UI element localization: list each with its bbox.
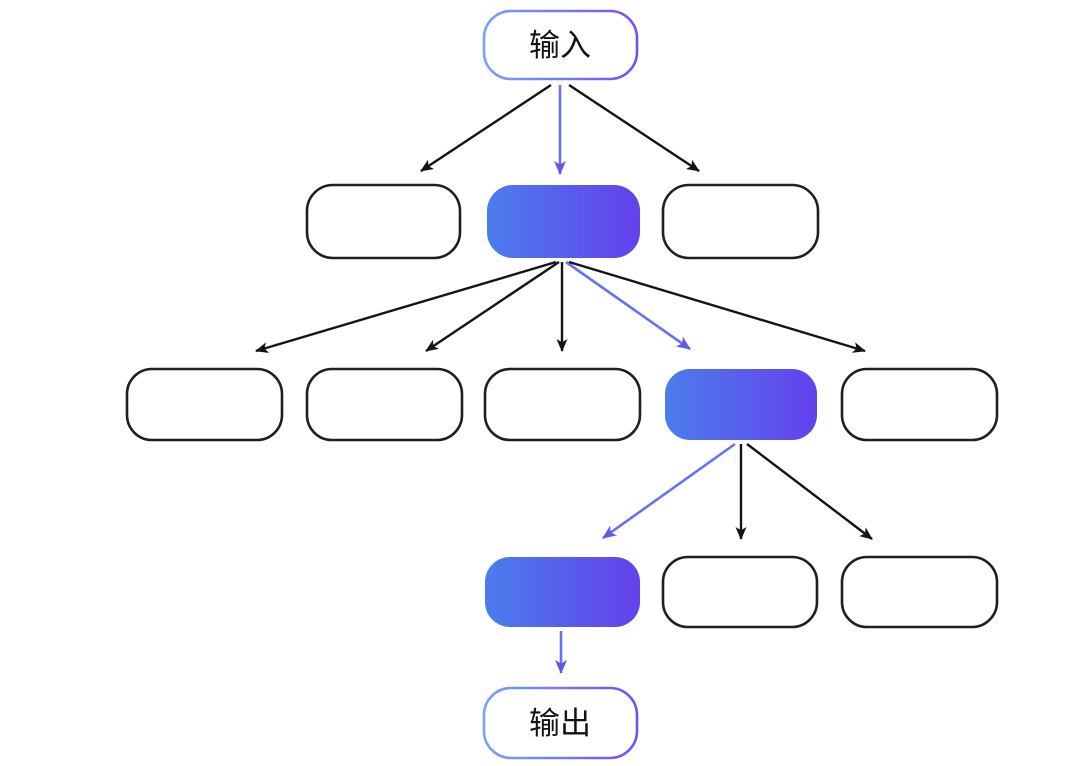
- edge-l3n4-l4n1-highlighted: [602, 442, 736, 540]
- output-label: 输出: [529, 706, 591, 742]
- edge-l2n2-l3n2: [425, 261, 560, 352]
- edge-input-l2n1: [420, 83, 552, 173]
- node-l2-1: [305, 183, 462, 260]
- edge-l3n4-l4n3: [746, 443, 873, 540]
- node-output: [482, 686, 639, 760]
- node-l2-3: [661, 183, 820, 260]
- node-l4-3: [840, 555, 999, 629]
- node-l3-3: [483, 367, 642, 442]
- edge-l2n2-l3n4-highlighted: [565, 260, 691, 351]
- node-l3-5: [840, 367, 999, 442]
- edge-input-l2n3: [568, 83, 700, 173]
- node-input: [482, 9, 639, 81]
- input-label: 输入: [529, 28, 591, 64]
- edge-l2n2-l3n1: [255, 260, 557, 353]
- node-l3-1: [125, 367, 284, 442]
- node-l2-2-highlighted: [487, 185, 640, 258]
- node-l3-4-highlighted: [665, 369, 817, 440]
- node-l3-2: [305, 367, 464, 442]
- edge-l2n2-l3n5: [568, 260, 866, 353]
- node-l4-2: [661, 555, 819, 629]
- node-l4-1-highlighted: [485, 557, 640, 627]
